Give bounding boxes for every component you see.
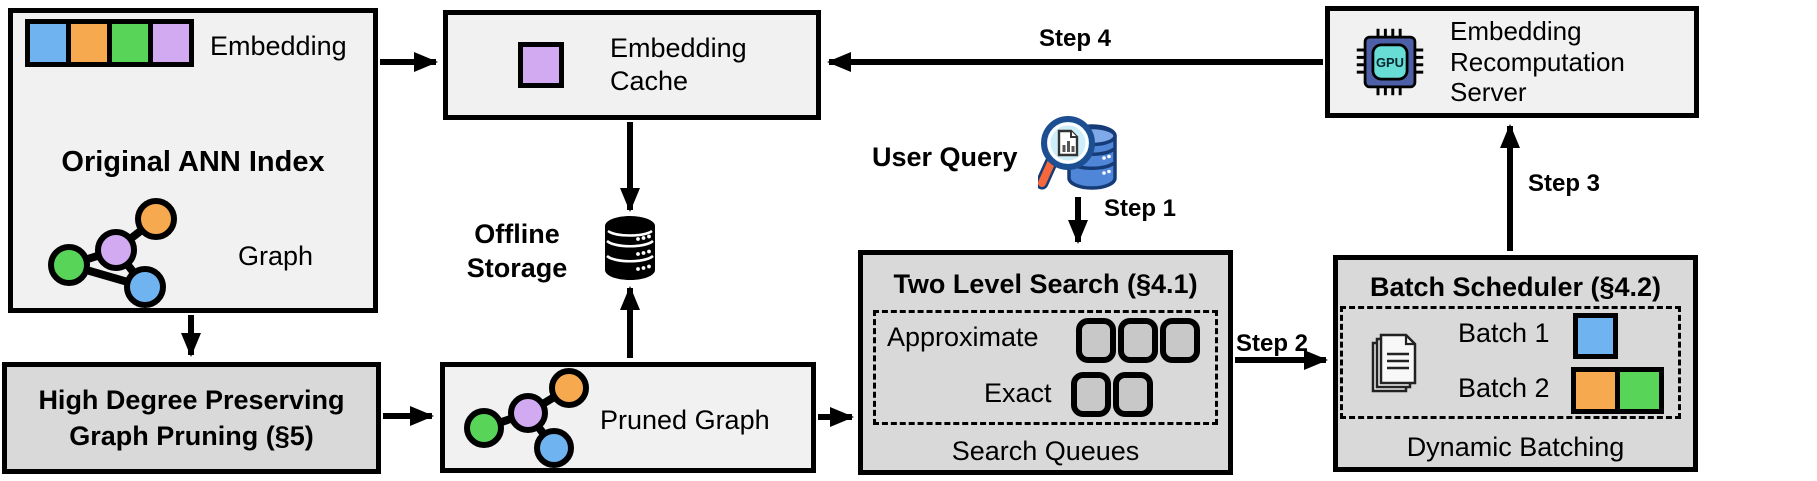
batch2-square-orange — [1576, 372, 1615, 409]
cached-embedding-square-icon — [518, 42, 564, 88]
graph-pruning-label: High Degree Preserving Graph Pruning (§5… — [38, 384, 345, 451]
two-level-search-title: Two Level Search (§4.1) — [893, 269, 1198, 299]
search-queues-label: Search Queues — [951, 436, 1140, 466]
pruned-graph-icon — [464, 368, 589, 468]
recomputation-server-label: Embedding Recomputation Server — [1450, 15, 1625, 108]
exact-queue-slots — [1071, 372, 1153, 417]
user-query-label: User Query — [872, 142, 1018, 172]
queue-slot — [1071, 372, 1111, 417]
graph-pruning-box: High Degree Preserving Graph Pruning (§5… — [2, 362, 381, 474]
dynamic-batching-label: Dynamic Batching — [1406, 432, 1625, 462]
batch-scheduler-title: Batch Scheduler (§4.2) — [1369, 272, 1662, 302]
step2-label: Step 2 — [1236, 330, 1309, 357]
embedding-cell-orange — [71, 24, 107, 62]
graph-label: Graph — [238, 241, 314, 271]
batch2-square-green — [1620, 372, 1659, 409]
embedding-cell-blue — [30, 24, 66, 62]
original-ann-index-title: Original ANN Index — [61, 146, 325, 178]
documents-icon — [1371, 333, 1417, 393]
embedding-cell-purple — [153, 24, 189, 62]
ann-graph-icon — [48, 198, 177, 308]
exact-label: Exact — [984, 378, 1052, 408]
queue-slot — [1076, 318, 1116, 363]
gpu-chip-label: GPU — [1376, 55, 1404, 70]
embedding-recomputation-server-box: GPU Embedding Recomputation Server — [1325, 6, 1699, 118]
approximate-label: Approximate — [887, 322, 1039, 352]
offline-storage-database-icon — [605, 216, 655, 280]
search-queues-dashed-region: Approximate Exact — [873, 310, 1218, 425]
batch2-squares — [1571, 367, 1664, 414]
embedding-strip-icon — [25, 19, 194, 67]
user-query-search-icon — [1038, 116, 1117, 190]
step1-label: Step 1 — [1104, 195, 1177, 222]
approximate-queue-slots — [1076, 318, 1200, 363]
batch1-label: Batch 1 — [1458, 318, 1550, 348]
queue-slot — [1113, 372, 1153, 417]
pruned-graph-box: Pruned Graph — [440, 362, 816, 473]
embedding-cell-green — [112, 24, 148, 62]
embedding-cache-label: Embedding Cache — [610, 33, 747, 96]
step3-label: Step 3 — [1528, 170, 1601, 197]
dynamic-batching-dashed-region: Batch 1 Batch 2 — [1340, 306, 1681, 419]
batch-scheduler-box: Batch Scheduler (§4.2) Batch 1 Batch 2 D… — [1333, 255, 1698, 472]
gpu-chip-icon: GPU — [1356, 28, 1424, 96]
step4-label: Step 4 — [1038, 25, 1112, 52]
original-ann-index-box: Embedding Original ANN Index Graph — [8, 8, 378, 313]
embedding-cache-box: Embedding Cache — [443, 10, 821, 120]
two-level-search-box: Two Level Search (§4.1) Approximate Exac… — [858, 250, 1233, 475]
offline-storage-label: Offline Storage — [466, 219, 568, 283]
embedding-label: Embedding — [210, 31, 347, 61]
pruned-graph-label: Pruned Graph — [600, 405, 770, 435]
batch1-square-blue — [1573, 313, 1618, 359]
batch2-label: Batch 2 — [1458, 373, 1550, 403]
queue-slot — [1118, 318, 1158, 363]
queue-slot — [1160, 318, 1200, 363]
